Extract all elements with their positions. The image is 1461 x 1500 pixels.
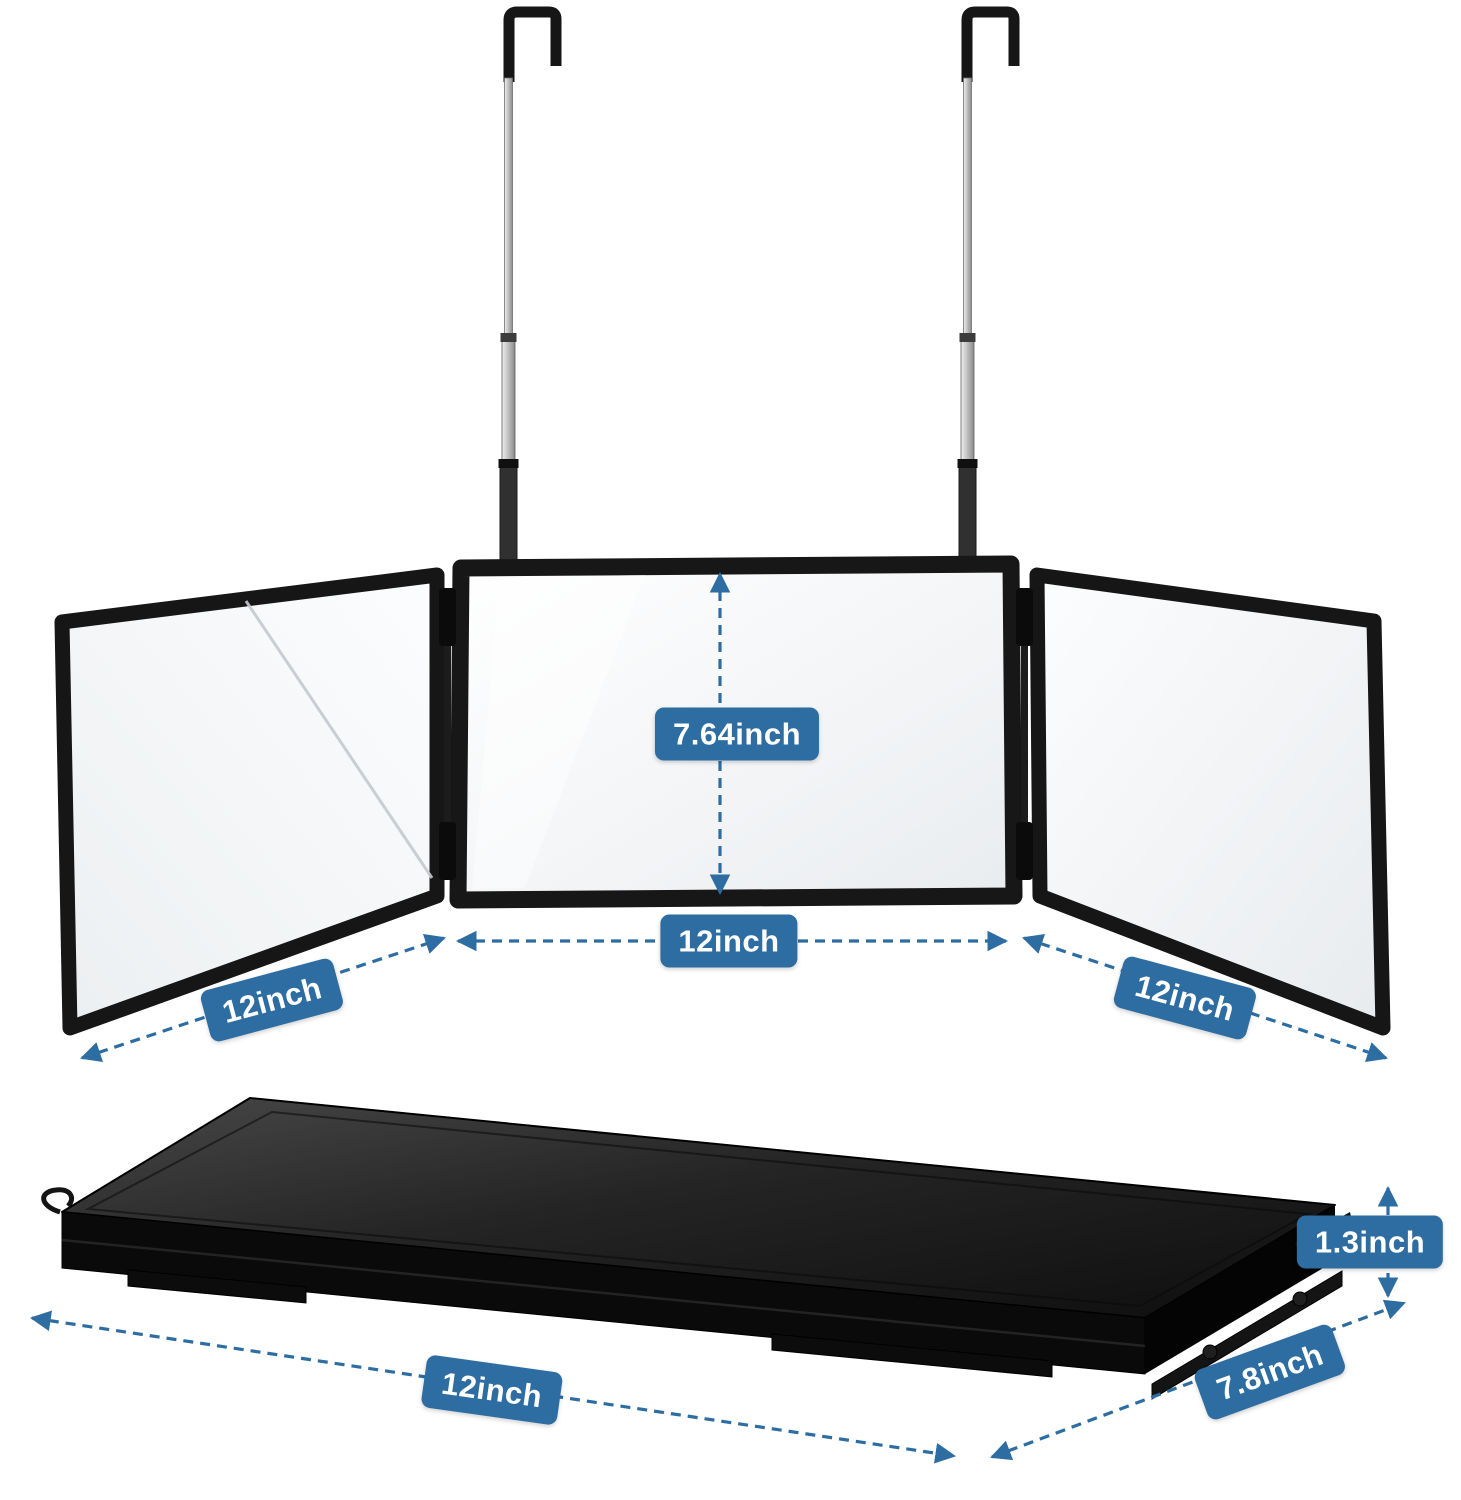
left-door-hook-icon <box>503 6 562 82</box>
left-panel-reflection-line <box>244 600 434 879</box>
case-hinge-knob <box>1202 1344 1218 1360</box>
left-mirror-panel <box>54 567 445 1036</box>
dimension-line-folded-depth <box>990 1299 1406 1461</box>
case-handle-loop <box>41 1187 74 1215</box>
dimension-label-center-mirror-height: 7.64inch <box>654 707 820 761</box>
case-hinge-knob <box>1292 1291 1308 1307</box>
center-panel-gloss <box>472 575 645 889</box>
dimension-label-center-mirror-width: 12inch <box>660 914 798 968</box>
case-foot-left <box>127 1269 307 1304</box>
right-door-hook-icon <box>961 6 1020 82</box>
case-front-seam <box>61 1238 1146 1348</box>
dimension-label-folded-thickness: 1.3inch <box>1296 1215 1444 1269</box>
folded-case <box>41 1097 1356 1400</box>
left-hinge <box>439 588 456 880</box>
left-telescoping-rod <box>498 77 519 567</box>
right-telescoping-rod <box>957 77 978 567</box>
right-hinge <box>1016 588 1033 880</box>
